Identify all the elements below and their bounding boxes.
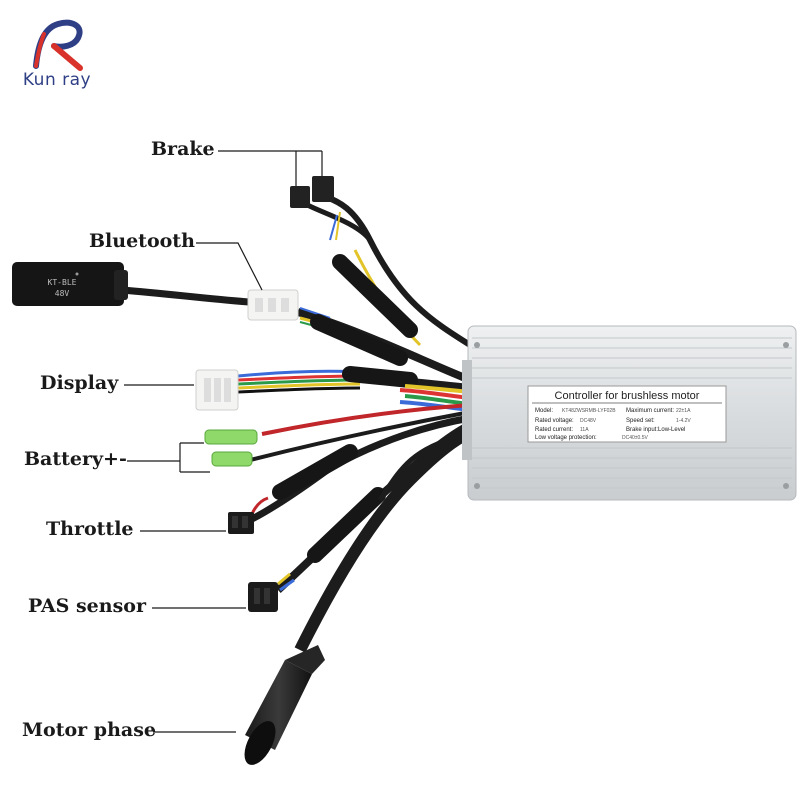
spec-brake-input: Brake input:Low-Level — [626, 427, 685, 433]
display-connector — [195, 369, 239, 411]
spec-speed-set-value: 1-4.2V — [676, 418, 691, 424]
spec-rated-current-value: 11A — [580, 427, 589, 433]
throttle-connector — [228, 512, 254, 534]
bluetooth-module: KT-BLE 48V — [12, 262, 128, 306]
battery-connectors — [204, 429, 258, 467]
callout-bluetooth: Bluetooth — [89, 230, 195, 252]
brake-heatshrink — [332, 254, 418, 338]
pas-connector — [248, 582, 278, 612]
spec-model-key: Model: — [535, 408, 553, 414]
spec-rated-current-key: Rated current: — [535, 427, 573, 433]
brand-logo-mark-icon — [33, 19, 83, 71]
brake-connectors — [290, 176, 334, 208]
brand-logo: Kun ray — [14, 14, 100, 94]
bluetooth-module-voltage: 48V — [55, 289, 70, 298]
bluetooth-module-label: KT-BLE — [48, 278, 77, 287]
pas-heatshrink — [307, 487, 386, 563]
motor-phase-connector — [244, 645, 325, 765]
spec-max-current-value: 22±1A — [676, 408, 691, 414]
display-heatshrink — [342, 366, 418, 388]
motor-phase-cable — [294, 426, 473, 653]
throttle-heatshrink — [272, 444, 358, 500]
brand-name: Kun ray — [22, 70, 92, 90]
spec-max-current-key: Maximum current: — [626, 408, 674, 414]
spec-rated-voltage-key: Rated voltage: — [535, 418, 574, 424]
controller-spec-title: Controller for brushless motor — [555, 390, 700, 402]
spec-speed-set-key: Speed set: — [626, 418, 655, 424]
callout-display: Display — [40, 372, 119, 394]
bluetooth-leader — [196, 242, 263, 291]
spec-low-voltage-key: Low voltage protection: — [535, 435, 597, 441]
callout-throttle: Throttle — [46, 518, 134, 540]
callout-motor-phase: Motor phase — [22, 719, 156, 741]
controller-spec-label: Controller for brushless motor Model: KT… — [527, 385, 727, 443]
spec-low-voltage-value: DC40±0.5V — [622, 435, 648, 441]
spec-model-value: KT48ZWSRMB-LYF02B — [562, 408, 616, 414]
leader-lines — [124, 150, 323, 733]
battery-cable — [249, 403, 471, 462]
spec-rated-voltage-value: DC48V — [580, 418, 597, 424]
bluetooth-heatshrink — [310, 314, 408, 366]
callout-pas-sensor: PAS sensor — [28, 595, 146, 617]
callout-brake: Brake — [151, 138, 215, 160]
callout-battery: Battery+- — [24, 448, 127, 470]
bluetooth-connector — [247, 289, 299, 321]
